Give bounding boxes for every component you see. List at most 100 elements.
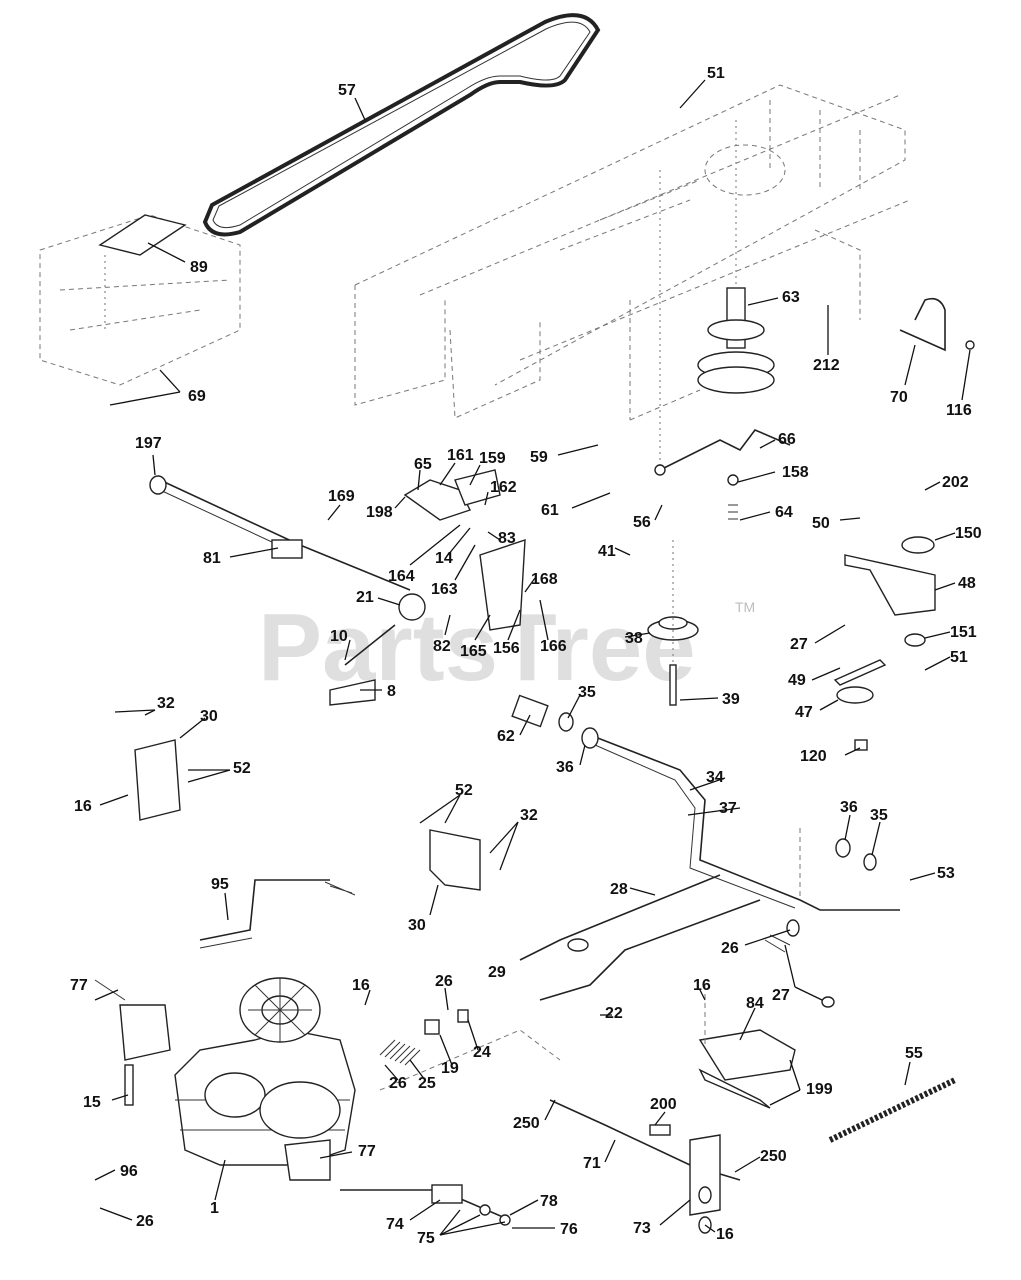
- shift-rod-34: [511, 694, 900, 911]
- callout-32: 32: [157, 695, 175, 712]
- callout-200: 200: [650, 1096, 677, 1113]
- callout-64: 64: [775, 504, 793, 521]
- callout-84: 84: [746, 995, 764, 1012]
- callout-19: 19: [441, 1060, 459, 1077]
- callout-28: 28: [610, 881, 628, 898]
- callout-26: 26: [435, 973, 453, 990]
- callout-78: 78: [540, 1193, 558, 1210]
- callout-61: 61: [541, 502, 559, 519]
- rod-81: [149, 475, 411, 591]
- callout-74: 74: [386, 1216, 404, 1233]
- callout-25: 25: [418, 1075, 436, 1092]
- callout-16: 16: [352, 977, 370, 994]
- callout-82: 82: [433, 638, 451, 655]
- spring-55: [828, 1077, 957, 1143]
- callout-89: 89: [190, 259, 208, 276]
- callout-75: 75: [417, 1230, 435, 1247]
- callout-162: 162: [490, 479, 517, 496]
- callout-81: 81: [203, 550, 221, 567]
- callout-29: 29: [488, 964, 506, 981]
- callout-250: 250: [513, 1115, 540, 1132]
- callout-49: 49: [788, 672, 806, 689]
- callout-57: 57: [338, 82, 356, 99]
- callout-83: 83: [498, 530, 516, 547]
- callout-163: 163: [431, 581, 458, 598]
- callout-36: 36: [556, 759, 574, 776]
- callout-21: 21: [356, 589, 374, 606]
- callout-41: 41: [598, 543, 616, 560]
- callout-22: 22: [605, 1005, 623, 1022]
- callout-56: 56: [633, 514, 651, 531]
- bracket-84: [698, 985, 796, 1109]
- callout-labels: 57 51 89 63 212 70 116 69 197 59 66 65 1…: [70, 65, 982, 1247]
- callout-199: 199: [806, 1081, 833, 1098]
- callout-63: 63: [782, 289, 800, 306]
- callout-50: 50: [812, 515, 830, 532]
- callout-120: 120: [800, 748, 827, 765]
- callout-76: 76: [560, 1221, 578, 1238]
- callout-32: 32: [520, 807, 538, 824]
- callout-38: 38: [625, 630, 643, 647]
- rod-71: [549, 1099, 741, 1234]
- callout-65: 158: [782, 464, 809, 481]
- callout-55: 55: [905, 1045, 923, 1062]
- callout-27: 27: [790, 636, 808, 653]
- callout-150: 150: [955, 525, 982, 542]
- callout-212: 212: [813, 357, 840, 374]
- callout-leaders: [94, 79, 971, 1236]
- callout-26: 26: [721, 940, 739, 957]
- callout-30: 30: [408, 917, 426, 934]
- callout-30: 30: [200, 708, 218, 725]
- callout-52: 52: [455, 782, 473, 799]
- callout-66: 66: [778, 431, 796, 448]
- callout-156: 156: [493, 640, 520, 657]
- callout-36: 36: [840, 799, 858, 816]
- callout-16: 16: [716, 1226, 734, 1243]
- callout-69: 69: [188, 388, 206, 405]
- callout-34: 34: [706, 769, 724, 786]
- callout-250: 250: [760, 1148, 787, 1165]
- pulley-spindle: [659, 120, 775, 470]
- lever-95: [199, 879, 356, 949]
- callout-10: 10: [330, 628, 348, 645]
- callout-70: 70: [890, 389, 908, 406]
- callout-14: 14: [435, 550, 453, 567]
- transaxle: [94, 977, 356, 1181]
- callout-53: 53: [937, 865, 955, 882]
- callout-26: 26: [136, 1213, 154, 1230]
- callout-197: 197: [135, 435, 162, 452]
- callout-8: 8: [387, 683, 396, 700]
- spring-25: [379, 1009, 561, 1091]
- callout-202: 202: [942, 474, 969, 491]
- callout-73: 73: [633, 1220, 651, 1237]
- callout-161: 65: [414, 456, 432, 473]
- callout-168: 168: [531, 571, 558, 588]
- callout-1: 1: [210, 1200, 219, 1217]
- callout-16: 16: [693, 977, 711, 994]
- callout-159: 161: [447, 447, 474, 464]
- callout-198: 198: [366, 504, 393, 521]
- callout-164: 164: [388, 568, 415, 585]
- pulley-38: [647, 540, 699, 706]
- callout-24: 24: [473, 1044, 491, 1061]
- hook-70: [899, 297, 975, 352]
- callout-15: 15: [83, 1094, 101, 1111]
- callout-59: 59: [530, 449, 548, 466]
- callout-26: 26: [389, 1075, 407, 1092]
- watermark-trademark: TM: [735, 599, 755, 615]
- callout-47: 47: [795, 704, 813, 721]
- callout-35: 35: [578, 684, 596, 701]
- idler-arm: [654, 429, 791, 520]
- callout-27: 27: [772, 987, 790, 1004]
- callout-169: 169: [328, 488, 355, 505]
- callout-51: 51: [707, 65, 725, 82]
- callout-116: 116: [946, 402, 972, 419]
- callout-52: 52: [233, 760, 251, 777]
- frame-main: [354, 84, 911, 421]
- callout-51: 51: [950, 649, 968, 666]
- callout-96: 96: [120, 1163, 138, 1180]
- rods-28-22: [519, 874, 835, 1008]
- callout-77: 77: [70, 977, 88, 994]
